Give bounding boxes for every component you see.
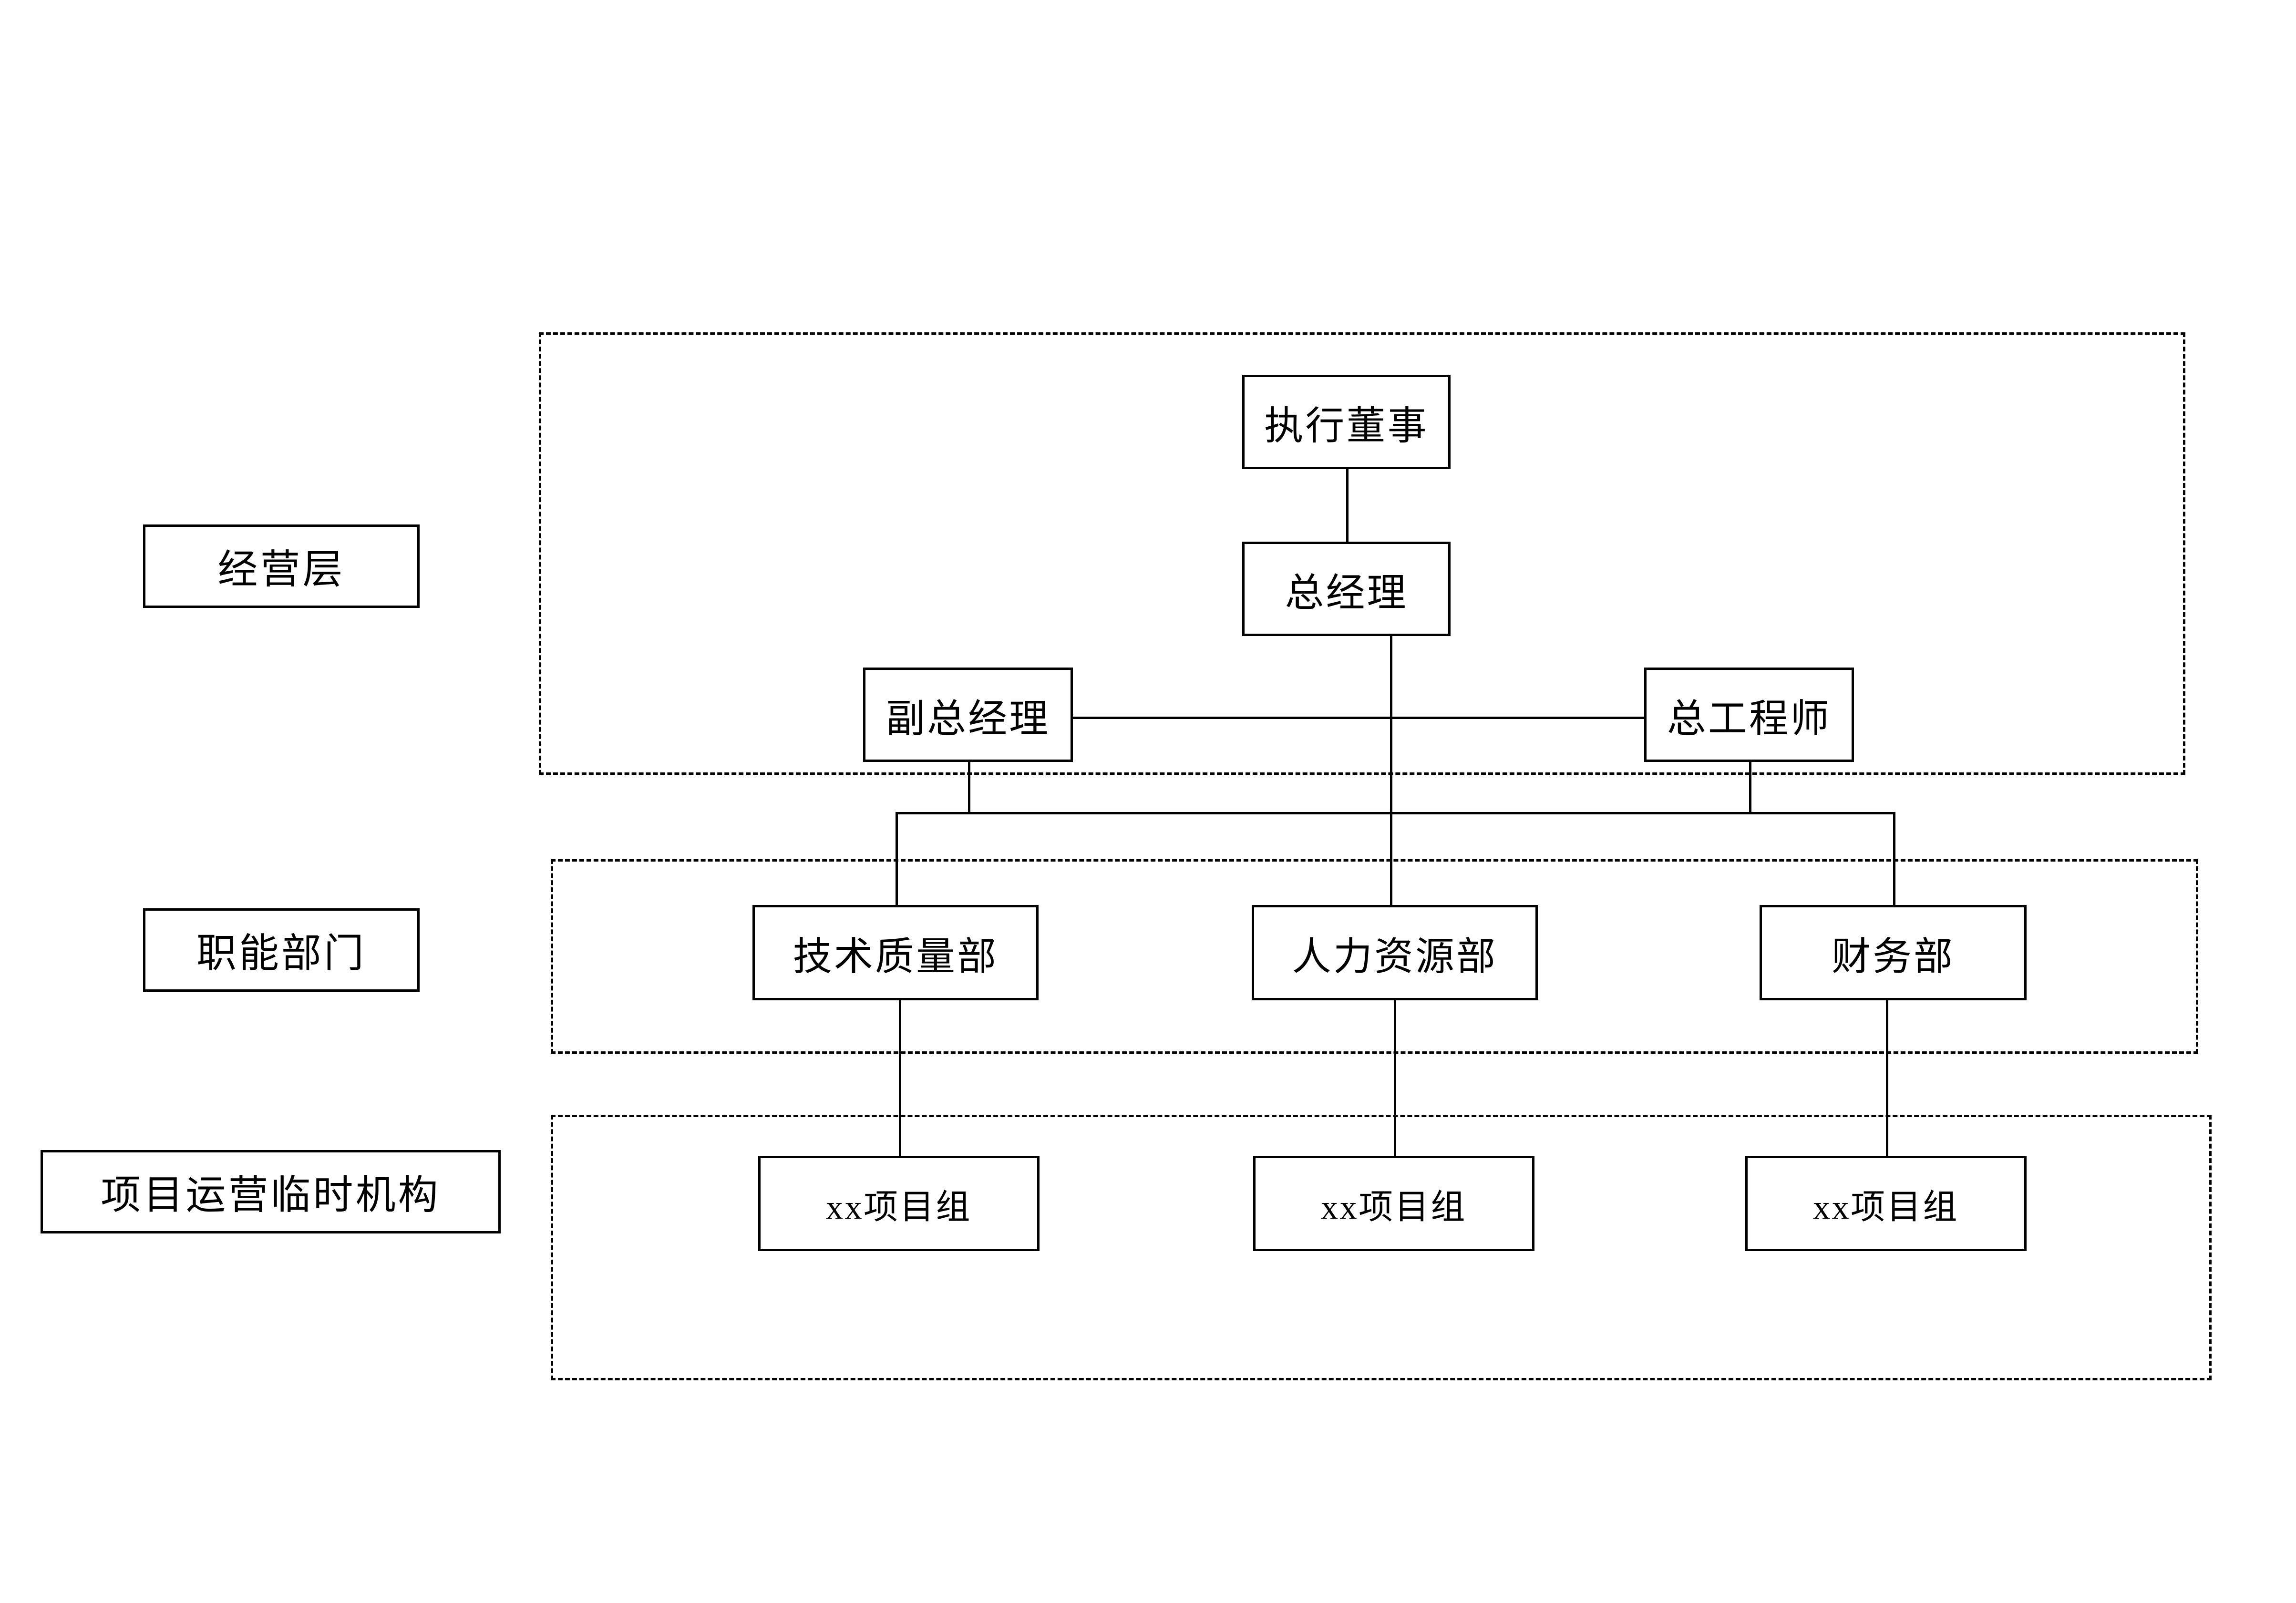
connector-deputy-to-chief [1073, 717, 1644, 719]
node-project-group-3[interactable]: xx项目组 [1745, 1156, 2027, 1251]
tier-label-management: 经营层 [143, 524, 420, 608]
node-executive-director[interactable]: 执行董事 [1242, 375, 1451, 469]
node-dept-finance[interactable]: 财务部 [1760, 905, 2027, 1000]
tier-label-functional: 职能部门 [143, 908, 420, 992]
connector-hr-to-pg2 [1394, 1000, 1396, 1156]
node-dept-technical-quality[interactable]: 技术质量部 [752, 905, 1039, 1000]
node-project-group-2[interactable]: xx项目组 [1253, 1156, 1534, 1251]
connector-bus-to-technical [896, 812, 898, 905]
connector-bus-to-finance [1893, 812, 1895, 905]
zone-project [551, 1115, 2212, 1380]
connector-exec-to-gm [1346, 469, 1349, 542]
connector-bus-to-hr [1390, 812, 1392, 905]
tier-label-project: 项目运营临时机构 [41, 1150, 501, 1233]
node-chief-engineer[interactable]: 总工程师 [1644, 668, 1854, 762]
node-project-group-1[interactable]: xx项目组 [758, 1156, 1040, 1251]
connector-gm-to-bus [1390, 636, 1392, 812]
node-deputy-general-manager[interactable]: 副总经理 [863, 668, 1073, 762]
connector-department-bus [896, 812, 1893, 814]
connector-finance-to-pg3 [1886, 1000, 1888, 1156]
zone-management [539, 332, 2185, 775]
connector-chief-drop [1749, 762, 1751, 812]
connector-technical-to-pg1 [899, 1000, 901, 1156]
node-dept-human-resources[interactable]: 人力资源部 [1252, 905, 1538, 1000]
connector-deputy-drop [968, 762, 970, 812]
zone-functional [551, 859, 2198, 1054]
node-general-manager[interactable]: 总经理 [1242, 542, 1451, 636]
